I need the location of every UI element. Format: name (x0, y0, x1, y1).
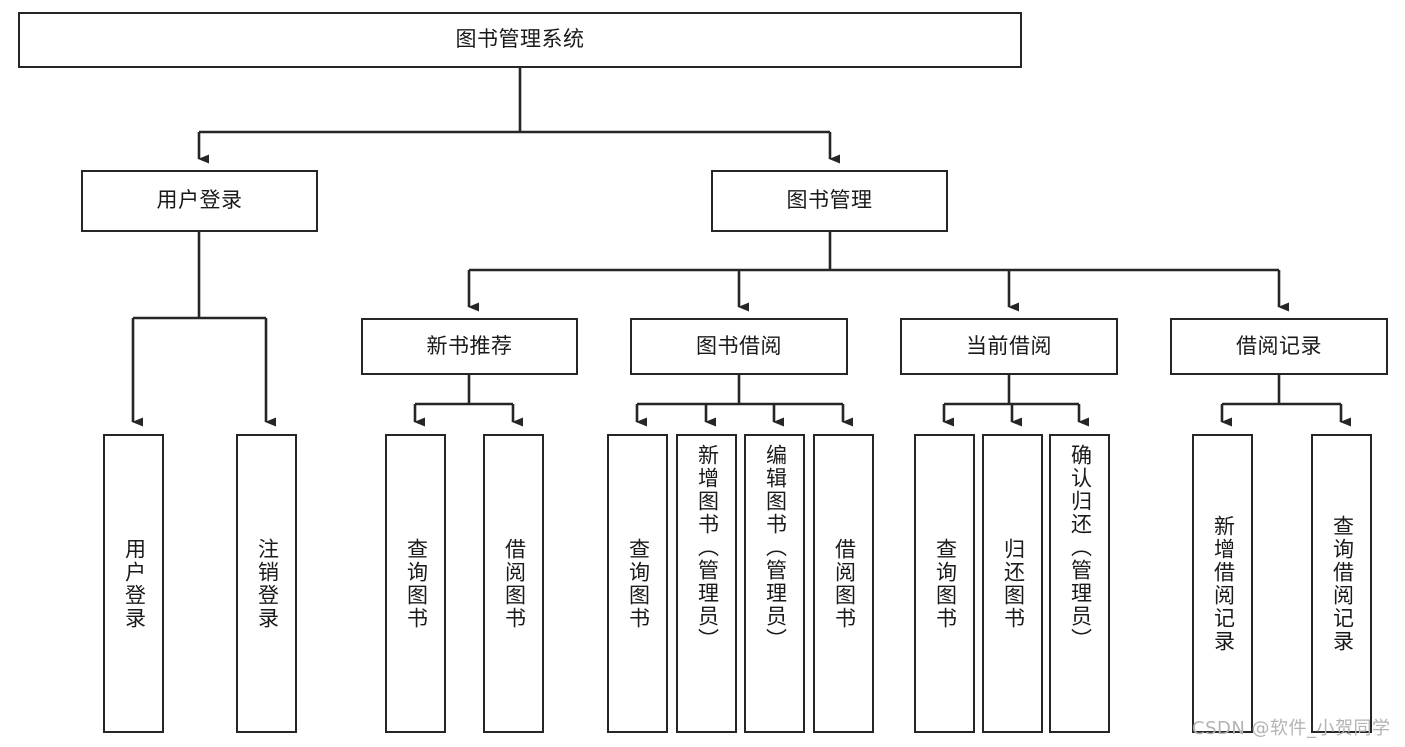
node-user-login[interactable]: 用户登录 (81, 170, 318, 232)
node-leaf-query-book-3-label: 查询图书 (933, 537, 958, 630)
node-leaf-query-book-3[interactable]: 查询图书 (914, 434, 975, 733)
node-book-manage[interactable]: 图书管理 (711, 170, 948, 232)
node-book-borrow[interactable]: 图书借阅 (630, 318, 848, 375)
node-leaf-confirm-return-label: 确认归还（管理员） (1068, 444, 1093, 651)
node-leaf-logout-login[interactable]: 注销登录 (236, 434, 297, 733)
node-leaf-add-book-label: 新增图书（管理员） (695, 444, 720, 651)
node-leaf-query-book-2[interactable]: 查询图书 (607, 434, 668, 733)
node-leaf-logout-login-label: 注销登录 (255, 537, 280, 630)
node-leaf-add-record-label: 新增借阅记录 (1211, 514, 1236, 653)
node-leaf-query-record[interactable]: 查询借阅记录 (1311, 434, 1372, 733)
node-leaf-borrow-book-2[interactable]: 借阅图书 (813, 434, 874, 733)
node-leaf-borrow-book-2-label: 借阅图书 (832, 537, 857, 630)
node-leaf-query-book-1-label: 查询图书 (404, 537, 429, 630)
node-leaf-edit-book-label: 编辑图书（管理员） (763, 444, 788, 651)
node-leaf-return-book[interactable]: 归还图书 (982, 434, 1043, 733)
node-book-borrow-label: 图书借阅 (696, 333, 782, 358)
node-leaf-add-book[interactable]: 新增图书（管理员） (676, 434, 737, 733)
node-root[interactable]: 图书管理系统 (18, 12, 1022, 68)
node-new-book-recommend-label: 新书推荐 (426, 333, 513, 358)
node-leaf-user-login-label: 用户登录 (122, 537, 147, 630)
node-book-manage-label: 图书管理 (786, 188, 873, 213)
node-leaf-borrow-book-1[interactable]: 借阅图书 (483, 434, 544, 733)
node-leaf-edit-book[interactable]: 编辑图书（管理员） (744, 434, 805, 733)
node-current-borrow[interactable]: 当前借阅 (900, 318, 1118, 375)
node-leaf-query-record-label: 查询借阅记录 (1330, 514, 1355, 653)
node-borrow-record-label: 借阅记录 (1236, 333, 1322, 358)
node-leaf-add-record[interactable]: 新增借阅记录 (1192, 434, 1253, 733)
node-leaf-query-book-1[interactable]: 查询图书 (385, 434, 446, 733)
node-borrow-record[interactable]: 借阅记录 (1170, 318, 1388, 375)
node-root-label: 图书管理系统 (455, 27, 585, 52)
node-user-login-label: 用户登录 (156, 188, 243, 213)
node-leaf-confirm-return[interactable]: 确认归还（管理员） (1049, 434, 1110, 733)
node-new-book-recommend[interactable]: 新书推荐 (361, 318, 578, 375)
node-leaf-borrow-book-1-label: 借阅图书 (502, 537, 527, 630)
watermark-credit: CSDN @软件_小贺同学 (1192, 718, 1391, 739)
node-leaf-query-book-2-label: 查询图书 (626, 537, 651, 630)
node-leaf-return-book-label: 归还图书 (1001, 537, 1026, 630)
node-leaf-user-login[interactable]: 用户登录 (103, 434, 164, 733)
node-current-borrow-label: 当前借阅 (966, 333, 1052, 358)
